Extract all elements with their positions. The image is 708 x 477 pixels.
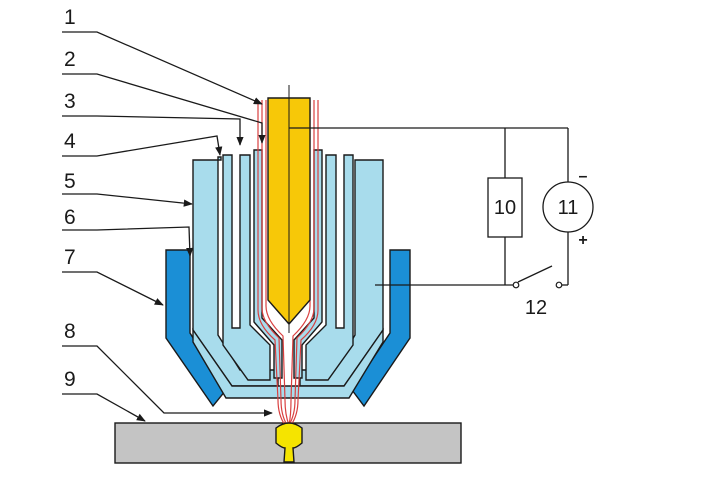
plus-terminal: + (578, 232, 587, 249)
callout-4: 4 (64, 130, 76, 153)
callout-3: 3 (64, 90, 76, 113)
leader-lines (62, 31, 273, 422)
switch-label: 12 (525, 297, 547, 319)
power-source (542, 181, 594, 233)
power-source-label: 11 (558, 197, 579, 219)
resistor-box (487, 177, 523, 238)
inner-nozzle-right (305, 154, 354, 381)
minus-terminal: – (579, 168, 588, 185)
callout-2: 2 (64, 48, 76, 71)
callout-8: 8 (64, 320, 76, 343)
plasma-flow-lines (257, 100, 319, 426)
weld-pool (275, 422, 303, 463)
callout-6: 6 (64, 206, 76, 229)
callout-7: 7 (64, 246, 76, 269)
circuit-wiring (289, 127, 569, 289)
callout-1: 1 (64, 6, 76, 29)
nozzle-outer-lower-band (192, 327, 384, 399)
callout-5: 5 (64, 170, 76, 193)
shield-cup-right (351, 249, 411, 408)
inner-nozzle (222, 154, 271, 381)
resistor-label: 10 (494, 197, 516, 219)
callout-9: 9 (64, 368, 76, 391)
